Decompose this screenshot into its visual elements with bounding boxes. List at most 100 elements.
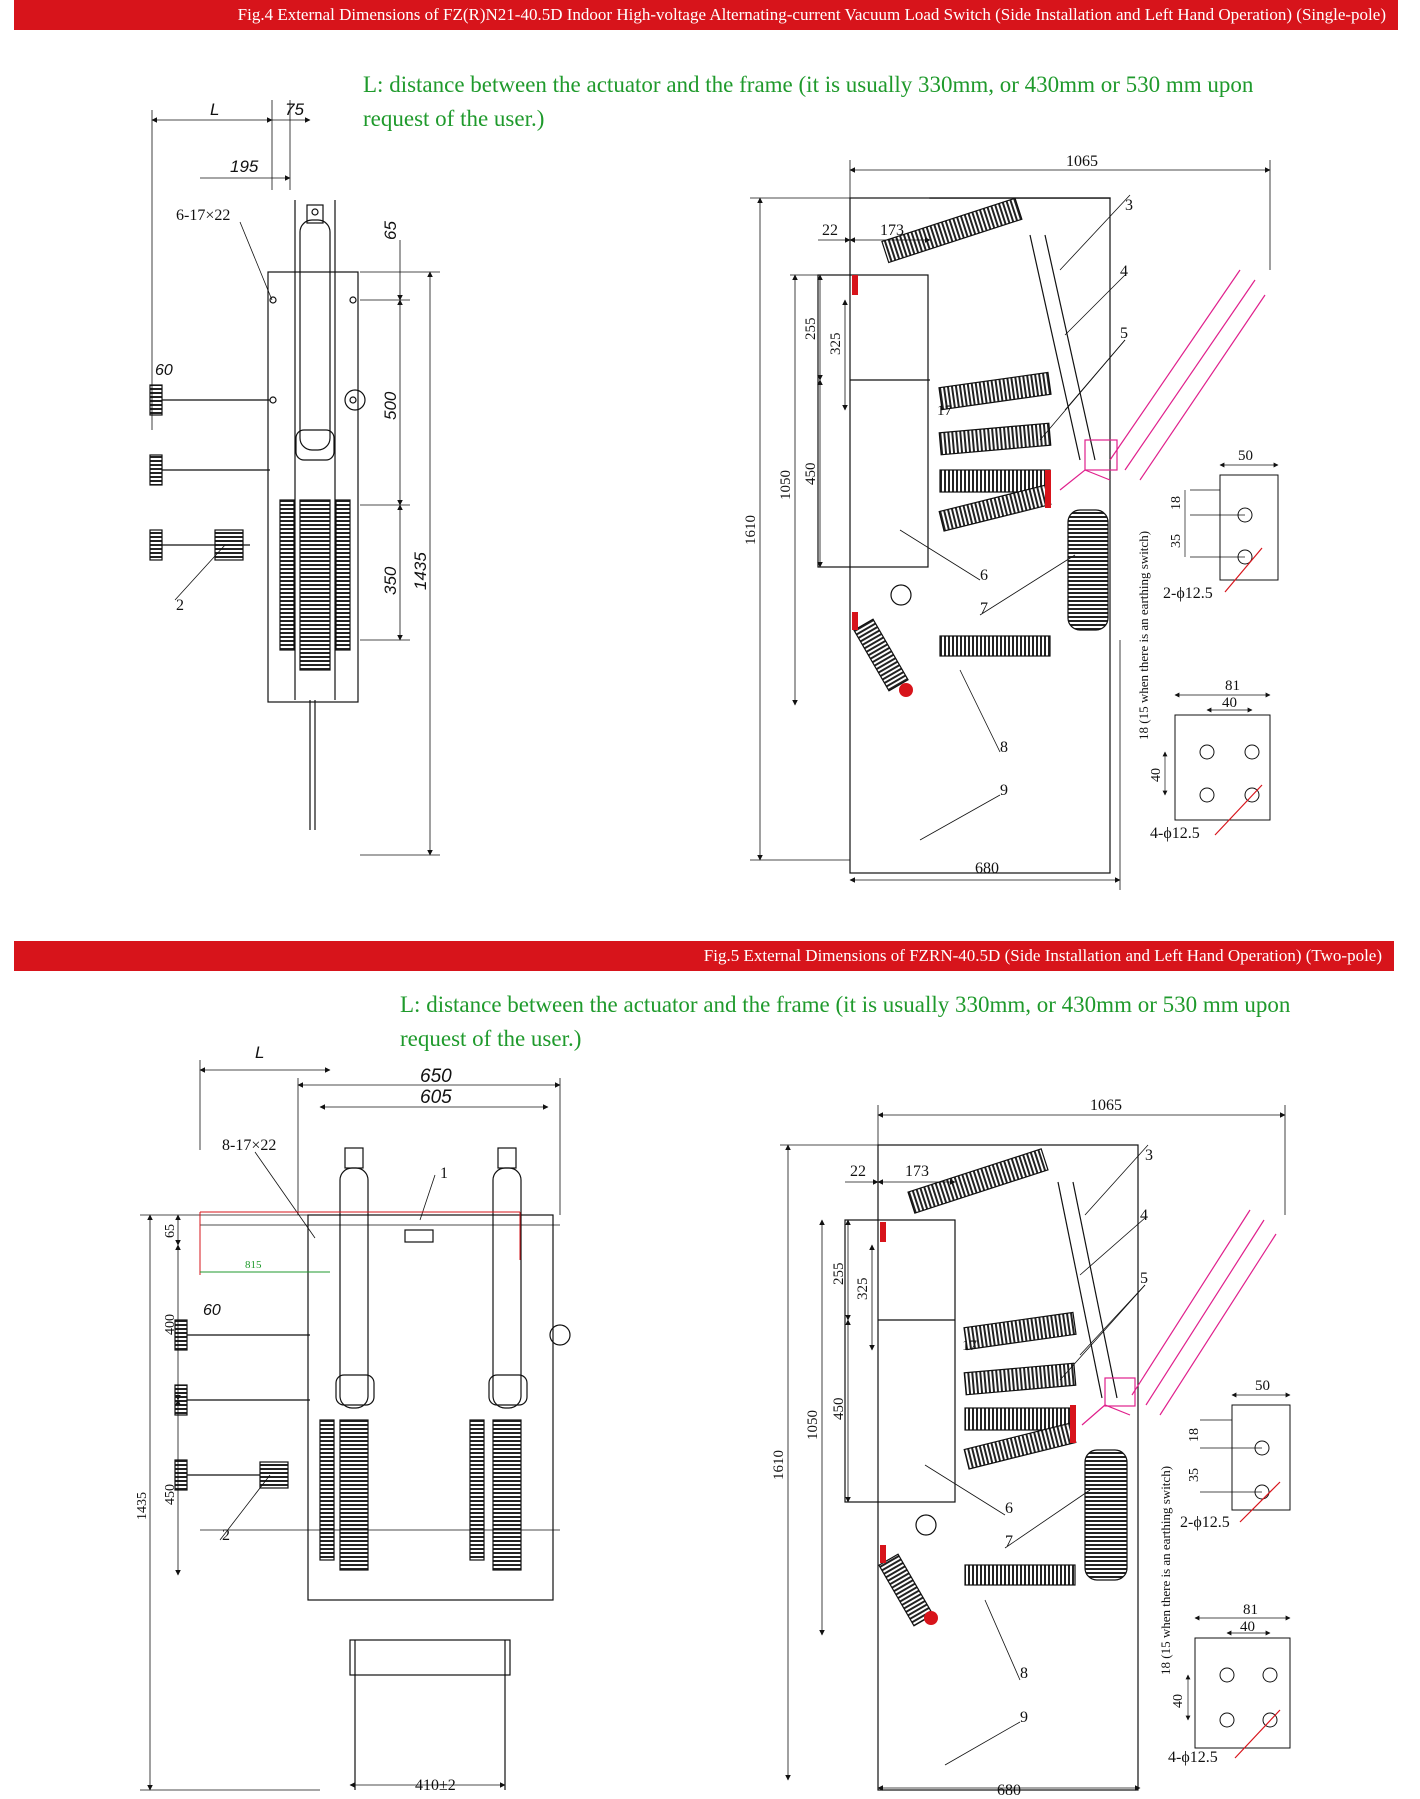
dim-50: 50 <box>1238 448 1253 464</box>
dim-40-side: 40 <box>1149 768 1164 782</box>
terminal-2hole-holes: 2-ϕ12.5 <box>1163 585 1213 602</box>
dim-22-5: 22 <box>850 1163 866 1180</box>
dim-L-5: L <box>255 1043 264 1062</box>
dim-325: 325 <box>828 333 844 356</box>
fig4-red-accents <box>852 275 1051 697</box>
dim-35: 35 <box>1169 534 1184 548</box>
dim-22: 22 <box>822 222 838 239</box>
dim-65: 65 <box>381 221 400 240</box>
fig5-front-labels: L 650 605 8-17×22 65 815 60 400 450 1435… <box>135 1043 456 1794</box>
figure-4-caption: Fig.4 External Dimensions of FZ(R)N21-40… <box>237 5 1386 24</box>
dim-81: 81 <box>1225 678 1240 694</box>
callout-7: 7 <box>980 600 988 617</box>
dim-65-5: 65 <box>163 1224 178 1238</box>
dim-255-5: 255 <box>831 1263 847 1286</box>
fig4-terminal-2hole <box>1184 462 1279 593</box>
dim-40-top: 40 <box>1222 695 1237 711</box>
callout-3-5: 3 <box>1145 1147 1153 1164</box>
dim-255: 255 <box>803 318 819 341</box>
fig5-terminal-2hole <box>1200 1392 1291 1523</box>
fig5-terminal-4hole <box>1185 1615 1291 1759</box>
dim-18: 18 <box>1169 496 1184 510</box>
dim-450-side-5: 450 <box>831 1398 847 1421</box>
figure-4-note: L: distance between the actuator and the… <box>363 72 1254 131</box>
callout-6-5: 6 <box>1005 1500 1013 1517</box>
fig4-open-position <box>1059 269 1266 491</box>
callout-5-5: 5 <box>1140 1270 1148 1287</box>
figure-5-caption: Fig.5 External Dimensions of FZRN-40.5D … <box>703 946 1382 965</box>
dim-L: L <box>210 100 219 119</box>
dim-325-5: 325 <box>855 1278 871 1301</box>
dim-650: 650 <box>420 1066 452 1087</box>
fig4-terminal-4hole-labels: 81 40 40 4-ϕ12.5 <box>1149 678 1240 842</box>
dim-81-5: 81 <box>1243 1602 1258 1618</box>
dim-60: 60 <box>155 362 173 379</box>
dim-680: 680 <box>975 860 999 877</box>
dim-1050: 1050 <box>778 470 794 500</box>
dim-815: 815 <box>245 1259 262 1271</box>
dim-173-5: 173 <box>905 1163 929 1180</box>
callout-3: 3 <box>1125 197 1133 214</box>
dim-holes-5: 8-17×22 <box>222 1137 276 1154</box>
fig5-815-dimension <box>199 1211 521 1275</box>
fig4-terminal-4hole <box>1162 692 1271 836</box>
terminal-2hole-holes-5: 2-ϕ12.5 <box>1180 1514 1230 1531</box>
fig4-side-view <box>750 160 1271 890</box>
dim-holes: 6-17×22 <box>176 207 230 224</box>
earthing-note: 18 (15 when there is an earthing switch) <box>1136 531 1151 740</box>
dim-40-side-5: 40 <box>1171 1694 1186 1708</box>
fig5-side-view <box>780 1105 1286 1791</box>
dim-500: 500 <box>381 391 400 420</box>
fig5-side-labels: 1065 22 173 255 325 17 450 1050 1610 680… <box>771 1097 1173 1799</box>
dim-605: 605 <box>420 1087 452 1108</box>
dim-1065-5: 1065 <box>1090 1097 1122 1114</box>
fig4-front-labels: L 75 195 6-17×22 65 60 500 350 1435 2 <box>155 100 430 614</box>
callout-4-5: 4 <box>1140 1207 1148 1224</box>
dim-350: 350 <box>381 566 400 595</box>
fig4-terminal-2hole-labels: 50 18 35 2-ϕ12.5 <box>1163 448 1253 602</box>
dim-1435: 1435 <box>411 552 430 590</box>
fig5-open-position <box>1081 1209 1277 1426</box>
earthing-note-5: 18 (15 when there is an earthing switch) <box>1158 1466 1173 1675</box>
dim-1065: 1065 <box>1066 153 1098 170</box>
callout-1-5: 1 <box>440 1165 448 1182</box>
callout-8: 8 <box>1000 739 1008 756</box>
dim-75: 75 <box>285 100 304 119</box>
callout-2: 2 <box>176 597 184 614</box>
dim-410: 410±2 <box>415 1777 456 1794</box>
dim-450: 450 <box>803 463 819 486</box>
dim-1610: 1610 <box>743 515 759 545</box>
dim-60-5: 60 <box>203 1302 221 1319</box>
figure-5-note: L: distance between the actuator and the… <box>400 992 1291 1051</box>
dim-40-top-5: 40 <box>1240 1619 1255 1635</box>
fig5-red-accents <box>880 1222 1076 1625</box>
figure-5-caption-banner: Fig.5 External Dimensions of FZRN-40.5D … <box>14 941 1394 971</box>
terminal-4hole-holes: 4-ϕ12.5 <box>1150 825 1200 842</box>
figure-4-caption-banner: Fig.4 External Dimensions of FZ(R)N21-40… <box>14 0 1398 30</box>
callout-4: 4 <box>1120 263 1128 280</box>
dim-17: 17 <box>937 403 953 419</box>
dim-195: 195 <box>230 157 259 176</box>
callout-6: 6 <box>980 567 988 584</box>
callout-9: 9 <box>1000 782 1008 799</box>
callout-5: 5 <box>1120 325 1128 342</box>
dim-400: 400 <box>163 1314 178 1335</box>
fig4-side-labels: 1065 22 173 255 325 17 450 1050 1610 680… <box>743 153 1151 877</box>
fig5-terminal-4hole-labels: 81 40 40 4-ϕ12.5 <box>1168 1602 1258 1766</box>
callout-9-5: 9 <box>1020 1709 1028 1726</box>
dim-1050-5: 1050 <box>805 1410 821 1440</box>
dim-1435-5: 1435 <box>135 1492 150 1520</box>
dim-18-5: 18 <box>1187 1428 1202 1442</box>
dim-1610-5: 1610 <box>771 1450 787 1480</box>
dim-35-5: 35 <box>1187 1468 1202 1482</box>
dim-173: 173 <box>880 222 904 239</box>
callout-2-5: 2 <box>222 1527 230 1544</box>
dim-680-5: 680 <box>997 1782 1021 1799</box>
callout-7-5: 7 <box>1005 1533 1013 1550</box>
dim-50-5: 50 <box>1255 1378 1270 1394</box>
fig5-front-view <box>140 1060 571 1791</box>
fig5-terminal-2hole-labels: 50 18 35 2-ϕ12.5 <box>1180 1378 1270 1531</box>
terminal-4hole-holes-5: 4-ϕ12.5 <box>1168 1749 1218 1766</box>
callout-8-5: 8 <box>1020 1665 1028 1682</box>
